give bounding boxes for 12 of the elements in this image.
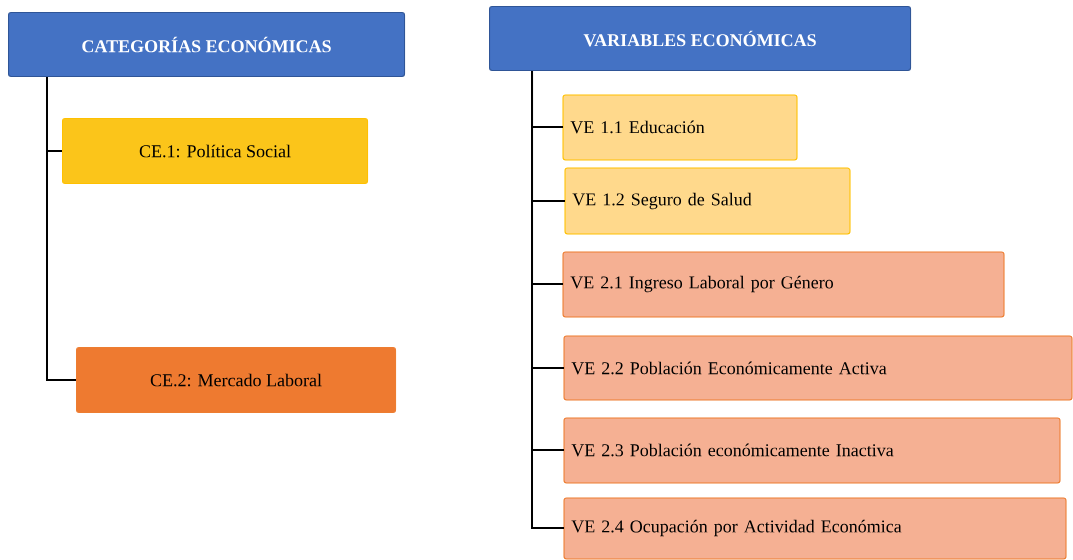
variable-box: VE 2.3 Población económicamente Inactiva (563, 417, 1061, 484)
connector-line (531, 70, 565, 529)
variable-box: VE 2.1 Ingreso Laboral por Género (562, 251, 1005, 318)
variable-box: VE 1.2 Seguro de Salud (564, 167, 851, 235)
header-box: VARIABLES ECONÓMICAS (489, 6, 912, 72)
variable-box: VE 1.1 Educación (562, 94, 798, 161)
category-box: CE.1: Política Social (62, 118, 369, 185)
header-box: CATEGORÍAS ECONÓMICAS (8, 12, 406, 78)
variable-box: VE 2.4 Ocupación por Actividad Económica (563, 497, 1067, 560)
variable-box: VE 2.2 Población Económicamente Activa (563, 335, 1073, 401)
category-box: CE.2: Mercado Laboral (76, 347, 397, 414)
connector-line (46, 76, 77, 382)
